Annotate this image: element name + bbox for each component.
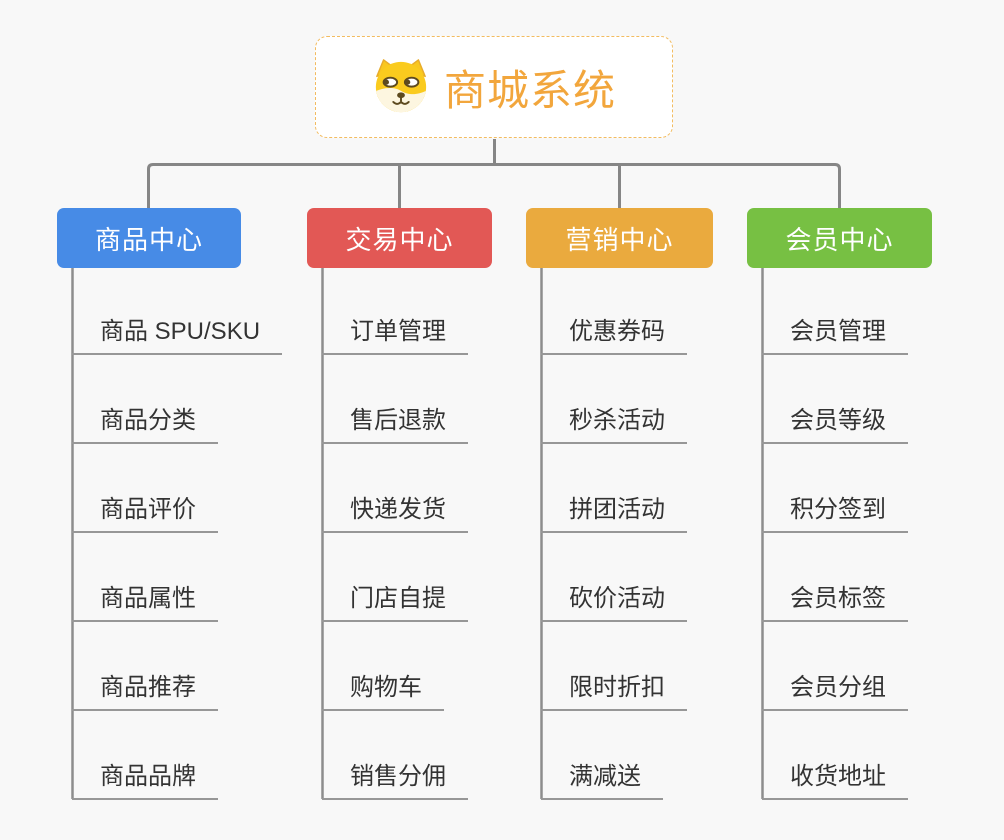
branch-node-marketing[interactable]: 营销中心 [526, 208, 713, 268]
leaf-node[interactable]: 售后退款 [322, 355, 468, 444]
leaf-label: 收货地址 [762, 756, 908, 800]
leaf-column-members: 会员管理 会员等级 积分签到 会员标签 会员分组 收货地址 [762, 268, 908, 800]
leaf-label: 商品品牌 [72, 756, 218, 800]
leaf-label: 售后退款 [322, 400, 468, 444]
leaf-label: 门店自提 [322, 578, 468, 622]
leaf-label: 会员标签 [762, 578, 908, 622]
leaf-label: 商品推荐 [72, 667, 218, 711]
leaf-node[interactable]: 会员分组 [762, 622, 908, 711]
leaf-node[interactable]: 购物车 [322, 622, 468, 711]
leaf-label: 会员等级 [762, 400, 908, 444]
branch-rail-line [147, 163, 841, 208]
leaf-label: 订单管理 [322, 311, 468, 355]
leaf-column-products: 商品 SPU/SKU 商品分类 商品评价 商品属性 商品推荐 商品品牌 [72, 268, 283, 800]
leaf-node[interactable]: 会员管理 [762, 268, 908, 355]
leaf-label: 商品 SPU/SKU [72, 311, 283, 355]
leaf-node[interactable]: 砍价活动 [541, 533, 687, 622]
root-node[interactable]: 商城系统 [315, 36, 673, 138]
leaf-node[interactable]: 商品推荐 [72, 622, 282, 711]
leaf-node[interactable]: 销售分佣 [322, 711, 468, 800]
leaf-label: 商品分类 [72, 400, 218, 444]
leaf-label: 积分签到 [762, 489, 908, 533]
leaf-label: 限时折扣 [541, 667, 687, 711]
leaf-label: 会员管理 [762, 311, 908, 355]
leaf-node[interactable]: 收货地址 [762, 711, 908, 800]
leaf-label: 拼团活动 [541, 489, 687, 533]
leaf-node[interactable]: 商品分类 [72, 355, 282, 444]
branch-label: 会员中心 [785, 224, 894, 255]
leaf-node[interactable]: 积分签到 [762, 444, 908, 533]
branch-label: 营销中心 [565, 224, 674, 255]
branch-label: 商品中心 [94, 224, 203, 255]
leaf-node[interactable]: 限时折扣 [541, 622, 687, 711]
leaf-column-trade: 订单管理 售后退款 快递发货 门店自提 购物车 销售分佣 [322, 268, 468, 800]
leaf-label: 快递发货 [322, 489, 468, 533]
leaf-node[interactable]: 秒杀活动 [541, 355, 687, 444]
leaf-node[interactable]: 拼团活动 [541, 444, 687, 533]
shiba-dog-icon [375, 59, 427, 113]
leaf-label: 秒杀活动 [541, 400, 687, 444]
leaf-label: 优惠券码 [541, 311, 687, 355]
leaf-node[interactable]: 会员标签 [762, 533, 908, 622]
branch-node-products[interactable]: 商品中心 [57, 208, 241, 268]
leaf-label: 满减送 [541, 756, 663, 800]
leaf-label: 会员分组 [762, 667, 908, 711]
leaf-node[interactable]: 商品品牌 [72, 711, 282, 800]
branch-node-members[interactable]: 会员中心 [747, 208, 932, 268]
leaf-node[interactable]: 门店自提 [322, 533, 468, 622]
leaf-node[interactable]: 快递发货 [322, 444, 468, 533]
leaf-column-marketing: 优惠券码 秒杀活动 拼团活动 砍价活动 限时折扣 满减送 [541, 268, 687, 800]
leaf-node[interactable]: 商品评价 [72, 444, 282, 533]
leaf-label: 商品属性 [72, 578, 218, 622]
leaf-node[interactable]: 订单管理 [322, 268, 468, 355]
leaf-label: 销售分佣 [322, 756, 468, 800]
leaf-node[interactable]: 满减送 [541, 711, 687, 800]
leaf-node[interactable]: 商品 SPU/SKU [72, 268, 283, 355]
root-title: 商城系统 [443, 66, 616, 114]
leaf-node[interactable]: 优惠券码 [541, 268, 687, 355]
leaf-label: 购物车 [322, 667, 444, 711]
leaf-label: 商品评价 [72, 489, 218, 533]
leaf-label: 砍价活动 [541, 578, 687, 622]
leaf-node[interactable]: 商品属性 [72, 533, 282, 622]
leaf-node[interactable]: 会员等级 [762, 355, 908, 444]
branch-node-trade[interactable]: 交易中心 [307, 208, 492, 268]
branch-label: 交易中心 [345, 224, 454, 255]
